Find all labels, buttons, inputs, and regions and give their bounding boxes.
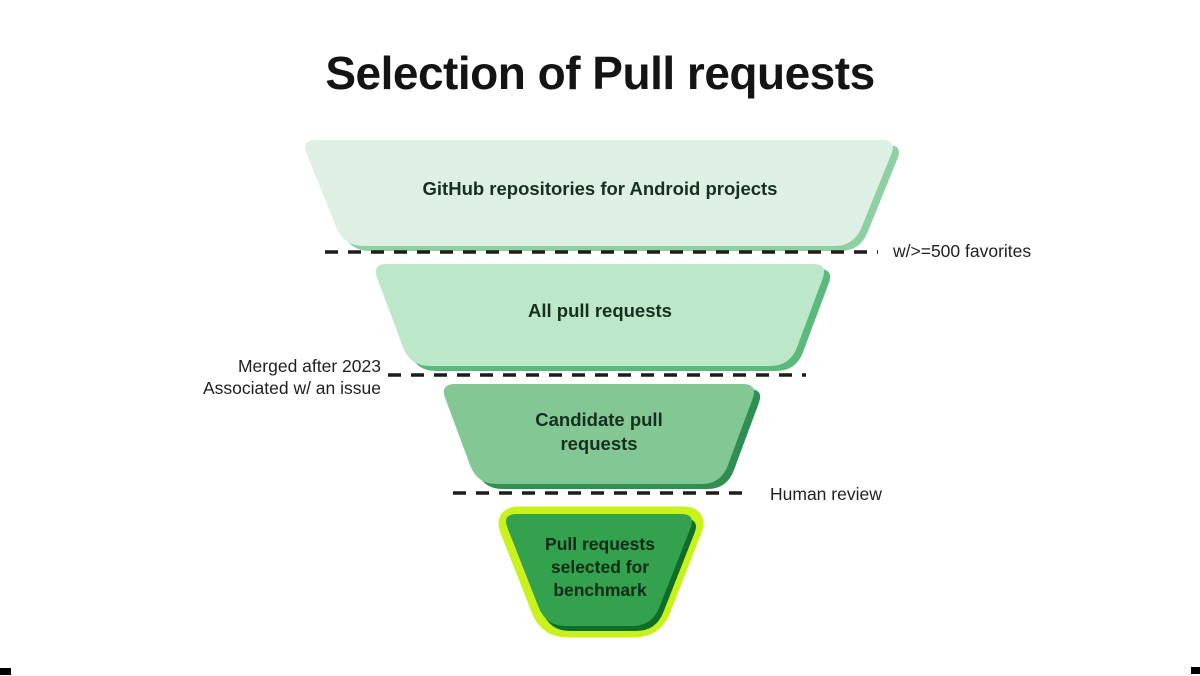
funnel-level-2-label: All pull requests <box>528 300 672 321</box>
corner-mark-bottom-left <box>0 668 11 675</box>
filter-label-favorites: w/>=500 favorites <box>893 241 1032 261</box>
corner-mark-bottom-right <box>1191 667 1200 674</box>
diagram-title: Selection of Pull requests <box>325 47 875 99</box>
funnel-level-3-shape <box>443 384 755 484</box>
funnel-level-4-label: Pull requests selected for benchmark <box>545 534 655 600</box>
filter-label-human-review: Human review <box>770 484 882 504</box>
funnel-level-1-shape <box>305 140 893 246</box>
funnel-level-4-shape <box>506 514 692 626</box>
funnel-level-2-shape <box>375 264 825 366</box>
funnel-level-1-label: GitHub repositories for Android projects <box>422 178 778 199</box>
funnel-level-3-label: Candidate pull requests <box>535 409 663 454</box>
filter-label-merged-issue: Merged after 2023 Associated w/ an issue <box>202 356 381 398</box>
